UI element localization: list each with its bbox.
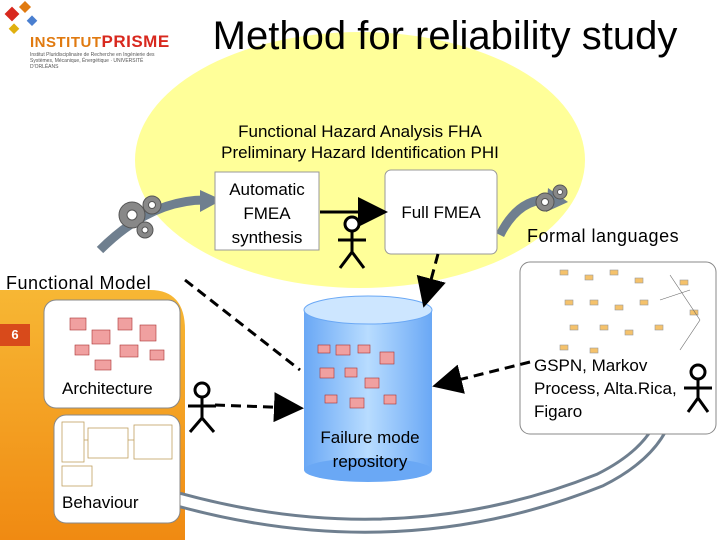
behaviour-thumbnail bbox=[53, 414, 181, 524]
person-icon-architecture bbox=[188, 381, 216, 433]
fha-label: Functional Hazard Analysis FHA Prelimina… bbox=[190, 121, 530, 163]
repository-line-1: Failure mode bbox=[320, 428, 420, 447]
person-icon-fmea bbox=[338, 215, 366, 269]
gspn-label: GSPN, Markov Process, Alta.Rica, Figaro bbox=[534, 354, 704, 423]
gear-icon-left bbox=[118, 195, 162, 239]
functional-model-label: Functional Model bbox=[6, 273, 152, 293]
auto-fmea-line-1: Automatic bbox=[229, 180, 305, 199]
repository-diagram-icon bbox=[317, 344, 397, 409]
auto-fmea-line-2: FMEA bbox=[243, 204, 291, 223]
repository-line-2: repository bbox=[332, 452, 408, 471]
architecture-label: Architecture bbox=[62, 379, 153, 398]
repository-cylinder bbox=[303, 295, 433, 482]
arch-to-repo-arrow bbox=[214, 392, 304, 423]
logo-word-institut: INSTITUT bbox=[30, 34, 102, 51]
slide-number: 6 bbox=[0, 324, 30, 346]
repository-label: Failure mode repository bbox=[300, 426, 440, 474]
formal-languages-label: Formal languages bbox=[527, 226, 680, 246]
gear-icon-right bbox=[535, 184, 568, 212]
auto-fmea-label: Automatic FMEA synthesis bbox=[215, 178, 319, 250]
behaviour-label: Behaviour bbox=[62, 493, 139, 512]
page-title: Method for reliability study bbox=[212, 14, 678, 58]
logo-word-prisme: PRISME bbox=[101, 32, 170, 51]
architecture-diagram-icon bbox=[69, 317, 165, 371]
gspn-line-1: GSPN, Markov bbox=[534, 356, 648, 375]
person-icon-formal bbox=[684, 363, 712, 413]
formal-to-repo-arrow bbox=[432, 360, 531, 394]
logo-icon bbox=[2, 0, 40, 37]
behaviour-diagram-icon bbox=[61, 421, 173, 487]
fha-line-2: Preliminary Hazard Identification PHI bbox=[221, 143, 499, 162]
logo-subtitle: Institut Pluridisciplinaire de Recherche… bbox=[30, 52, 155, 70]
full-fmea-label: Full FMEA bbox=[401, 203, 481, 222]
fha-line-1: Functional Hazard Analysis FHA bbox=[238, 122, 482, 141]
auto-fmea-box bbox=[214, 171, 320, 251]
funcmodel-to-repo-arrow bbox=[184, 278, 301, 372]
gspn-line-3: Figaro bbox=[534, 402, 583, 421]
auto-fmea-line-3: synthesis bbox=[231, 228, 303, 247]
logo-wordmark: INSTITUTPRISME bbox=[30, 32, 170, 52]
fullfmea-to-repo-arrow bbox=[416, 253, 446, 308]
gspn-line-2: Process, Alta.Rica, bbox=[534, 379, 677, 398]
formal-model-graph-icon bbox=[559, 269, 701, 354]
